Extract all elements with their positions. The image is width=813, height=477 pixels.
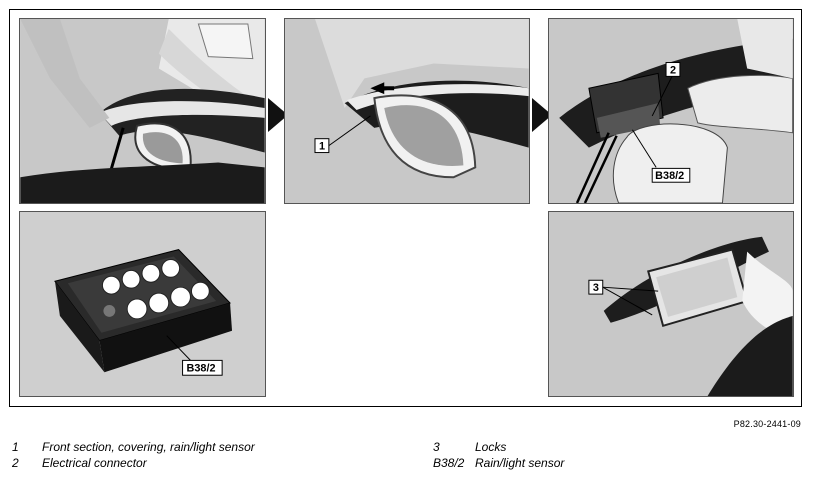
legend-item: B38/2 Rain/light sensor [433,455,564,471]
legend-item: 3 Locks [433,439,564,455]
panel-step-3-disconnect: 2 B38/2 [548,18,794,204]
step-arrow-1 [268,98,288,132]
callout-2: 2 [670,64,676,76]
illustration-rain-light-sensor: B38/2 [20,212,265,396]
legend-key: 2 [12,456,19,470]
legend-text: Locks [475,440,507,454]
panel-step-1-remove-cover [19,18,266,204]
legend-left: 1 Front section, covering, rain/light se… [12,439,255,471]
legend-item: 2 Electrical connector [12,455,255,471]
callout-b38-2: B38/2 [655,170,684,182]
legend-item: 1 Front section, covering, rain/light se… [12,439,255,455]
legend-text: Front section, covering, rain/light sens… [42,440,255,454]
direction-arrow-icon [370,82,395,95]
step-arrow-2 [532,98,552,132]
legend-text: Electrical connector [42,456,147,470]
panel-sensor-module: B38/2 [19,211,266,397]
legend-text: Rain/light sensor [475,456,565,470]
callout-3: 3 [593,282,599,294]
callout-b38-2-module: B38/2 [187,362,216,374]
illustration-connector-sensor: 2 B38/2 [549,19,793,203]
illustration-frame: 1 2 B38/2 [9,9,802,407]
legend-key: 1 [12,440,19,454]
illustration-mirror-slide-off: 1 [285,19,529,203]
panel-step-2-slide-cover: 1 [284,18,530,204]
legend-key: 3 [433,440,440,454]
callout-1: 1 [319,141,325,153]
illustration-mirror-pry-cover [20,19,265,203]
panel-locks: 3 [548,211,794,397]
illustration-sensor-locks: 3 [549,212,793,396]
legend-right: 3 Locks B38/2 Rain/light sensor [433,439,564,471]
figure-reference: P82.30-2441-09 [733,419,801,429]
legend-key: B38/2 [433,456,465,470]
